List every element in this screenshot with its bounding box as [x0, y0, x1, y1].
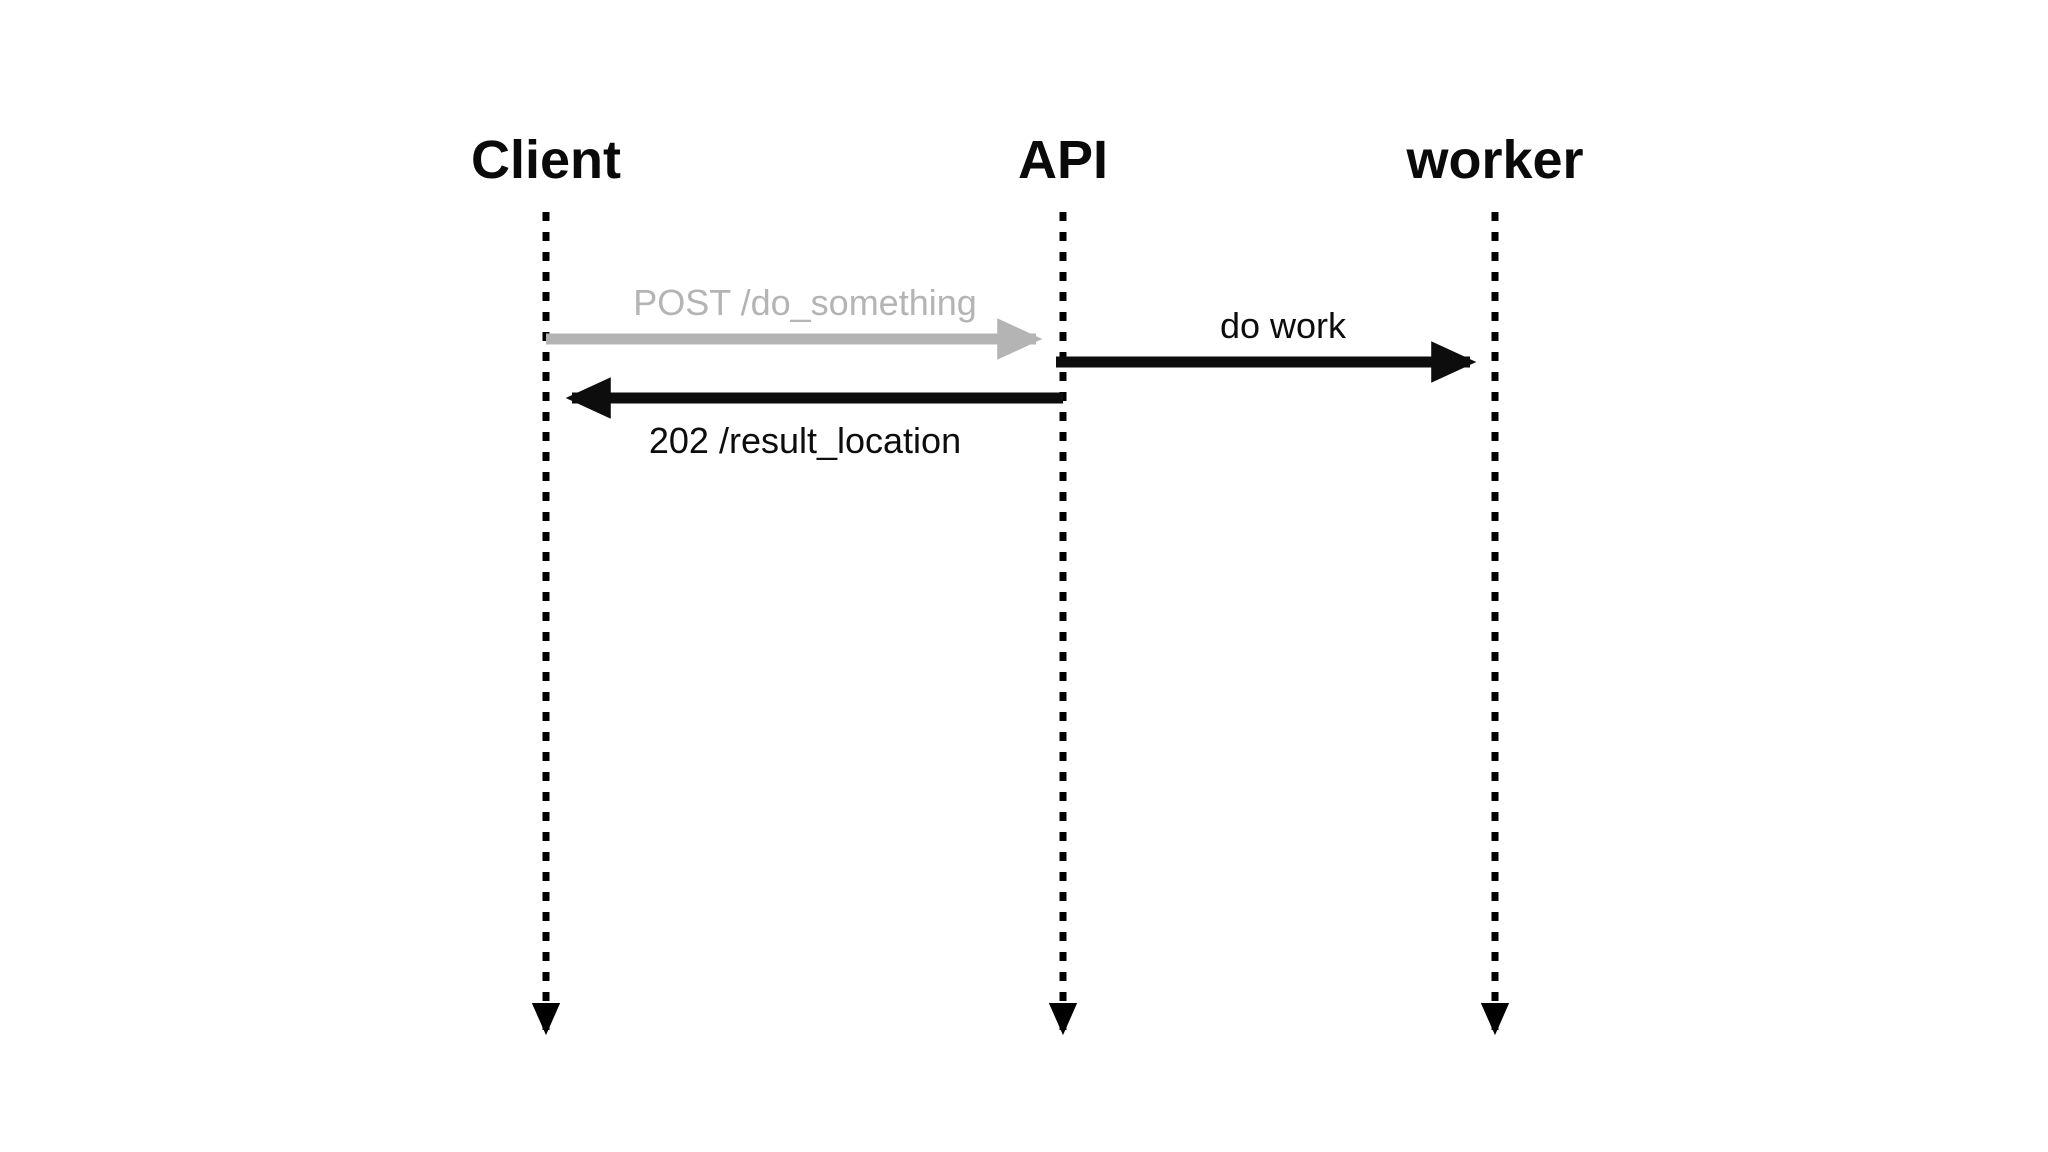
actor-label-client: Client	[471, 130, 621, 190]
message-label-do-work: do work	[1220, 305, 1347, 346]
message-label-post-do-something: POST /do_something	[633, 282, 977, 323]
message-post-do-something: POST /do_something	[546, 282, 1043, 360]
lifelines	[531, 212, 1510, 1036]
message-label-202-result-location: 202 /result_location	[649, 420, 961, 461]
actor-labels: Client API worker	[471, 130, 1584, 190]
actor-label-worker: worker	[1405, 130, 1583, 190]
actor-label-api: API	[1018, 130, 1108, 190]
message-do-work: do work	[1056, 305, 1477, 383]
message-202-result-location: 202 /result_location	[565, 377, 1063, 461]
